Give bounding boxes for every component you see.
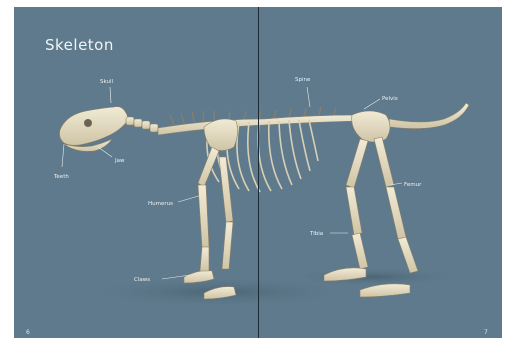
tibia-2 xyxy=(386,187,406,239)
femur-2 xyxy=(346,139,368,188)
ground-shadow xyxy=(284,267,464,287)
label-tibia: Tibia xyxy=(310,231,323,237)
label-skull: Skull xyxy=(100,79,113,85)
page-title: Skeleton xyxy=(45,36,114,54)
pelvis xyxy=(352,111,390,142)
eye-socket xyxy=(84,119,92,127)
book-spread: Skeleton Skull Jaw Teeth Humerus Claws S… xyxy=(14,7,502,338)
page-number-right: 7 xyxy=(484,329,488,336)
label-teeth: Teeth xyxy=(54,174,69,180)
book-spine xyxy=(258,7,259,338)
hock xyxy=(352,233,368,269)
front-foreleg xyxy=(222,222,233,269)
label-humerus: Humerus xyxy=(148,201,173,207)
scapula xyxy=(204,119,238,151)
page-number-left: 6 xyxy=(26,329,30,336)
tibia xyxy=(346,187,362,235)
humerus xyxy=(198,147,219,187)
label-femur: Femur xyxy=(404,182,421,188)
skull xyxy=(60,107,128,146)
label-spine: Spine xyxy=(295,77,310,83)
front-radius xyxy=(198,185,209,247)
label-jaw: Jaw xyxy=(115,158,125,164)
femur xyxy=(374,137,394,187)
front-radius-2 xyxy=(219,157,233,222)
tail xyxy=(389,103,469,129)
label-claws: Claws xyxy=(134,277,150,283)
label-pelvis: Pelvis xyxy=(382,96,398,102)
